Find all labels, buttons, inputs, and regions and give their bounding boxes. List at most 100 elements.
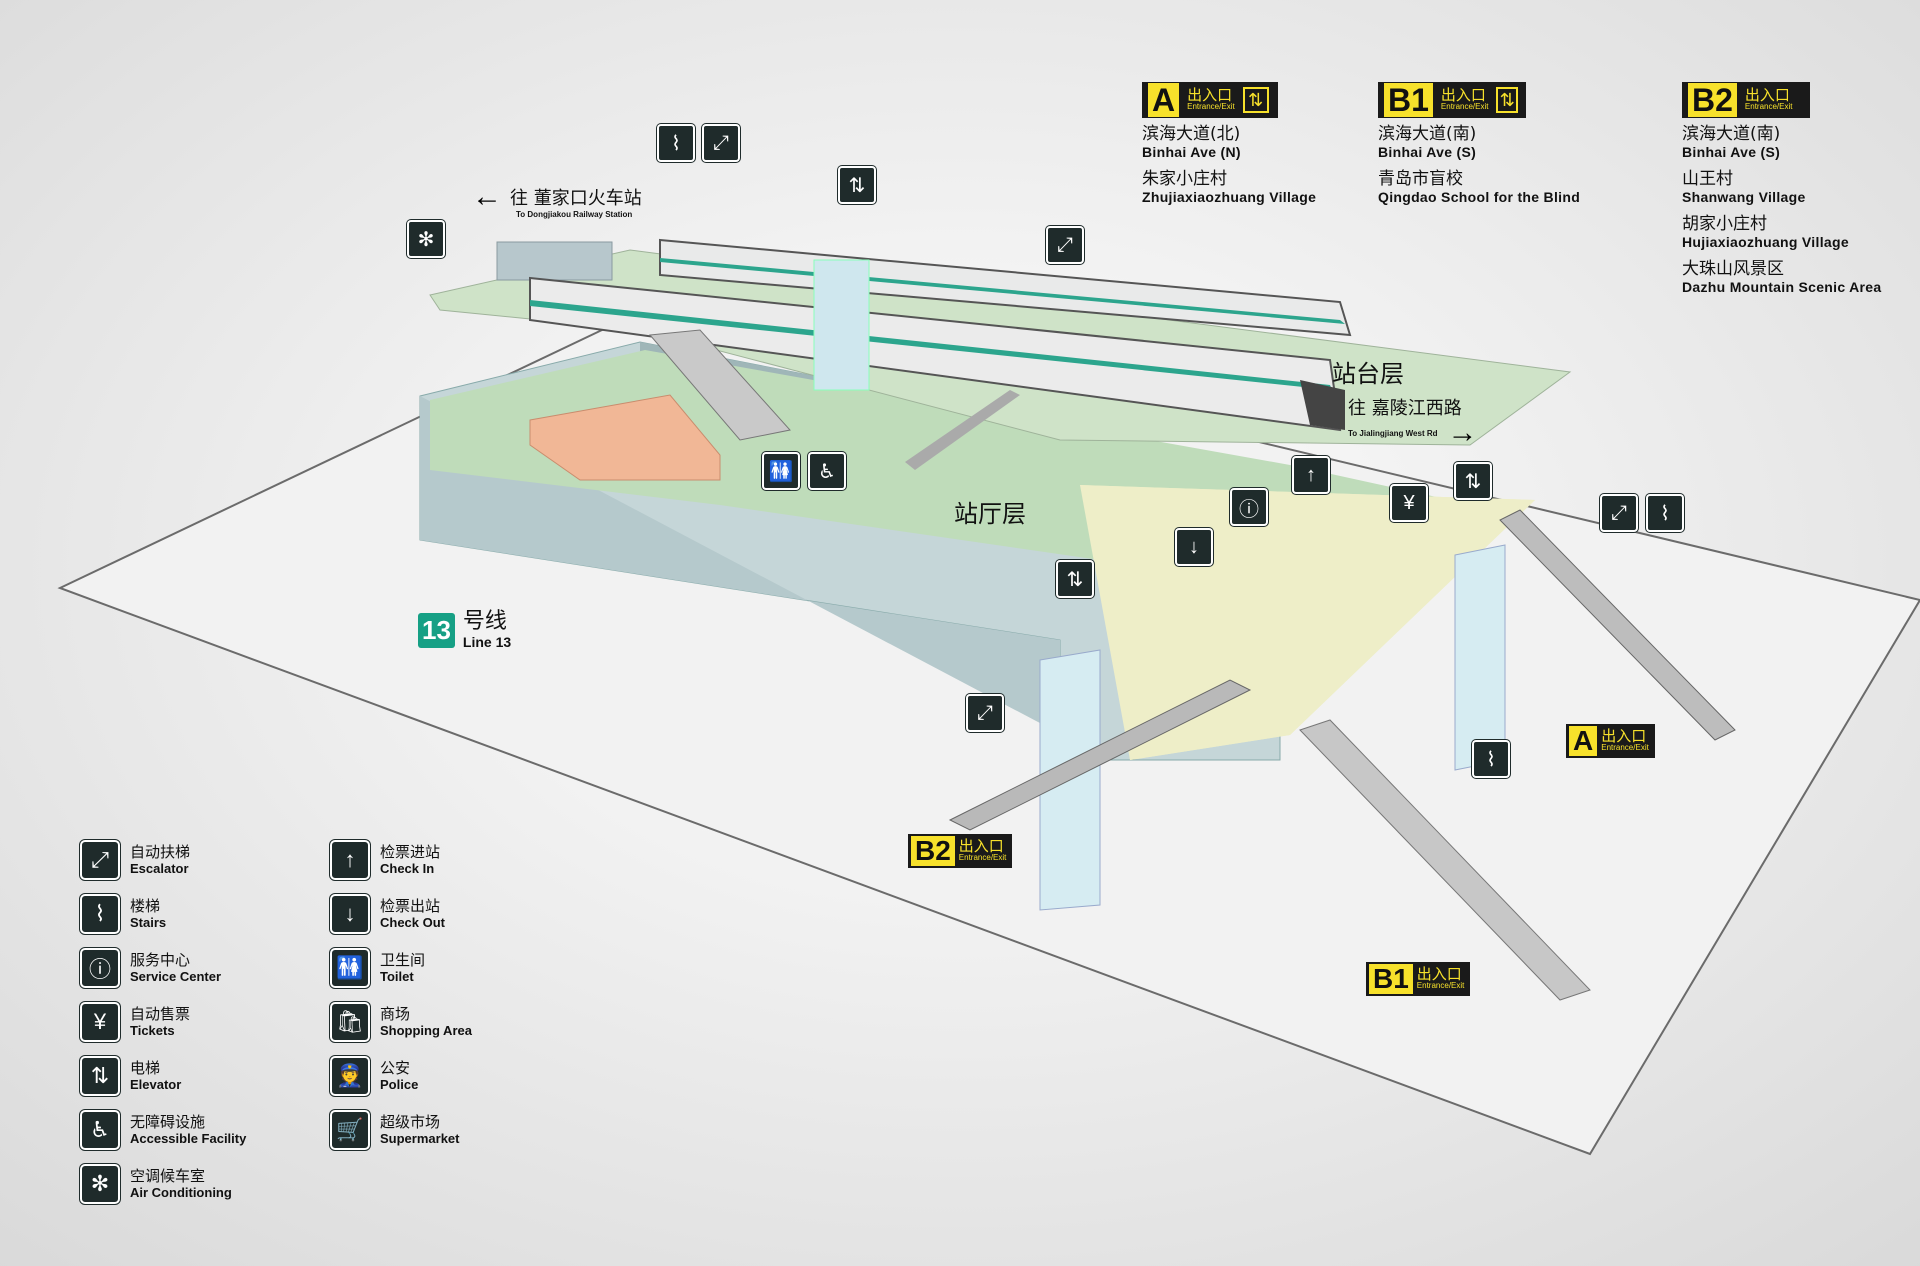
map-badge-A-cn: 出入口 [1601, 727, 1647, 745]
supermarket-icon: 🛒 [330, 1110, 370, 1150]
escalator-icon: ⤢ [966, 694, 1004, 732]
stairs-icon: ⌇ [1472, 740, 1510, 778]
map-badge-B2-cn: 出入口 [958, 837, 1004, 855]
exit-A-dest-2-en: Zhujiaxiaozhuang Village [1142, 189, 1317, 205]
legend-label-en: Escalator [130, 861, 189, 876]
direction-right: 往 嘉陵江西路 To Jialingjiang West Rd → [1348, 394, 1478, 449]
exit-B1-en: Entrance/Exit [1440, 102, 1489, 111]
legend-label-en: Service Center [130, 969, 222, 984]
direction-right-cn: 往 嘉陵江西路 [1348, 398, 1462, 419]
tickets-icon: ¥ [1390, 484, 1428, 522]
legend-label-en: Elevator [130, 1077, 182, 1092]
exit-B2-dest-1-cn: 滨海大道(南) [1682, 124, 1781, 144]
exit-B1-letter: B1 [1384, 83, 1433, 117]
map-badge-A-en: Entrance/Exit [1601, 743, 1649, 752]
legend-label-en: Shopping Area [380, 1023, 472, 1038]
check-in-icon: ↑ [1292, 456, 1330, 494]
legend-label-cn: 检票进站 [380, 843, 441, 861]
legend-label-cn: 服务中心 [130, 951, 191, 969]
direction-right-en: To Jialingjiang West Rd [1348, 428, 1438, 438]
escalator-icon: ⤢ [80, 840, 120, 880]
map-badge-B1-letter: B1 [1369, 964, 1413, 994]
exit-B2-dest-3-en: Hujiaxiaozhuang Village [1682, 234, 1849, 250]
police-icon: 👮 [330, 1056, 370, 1096]
line-number-badge: 13 [418, 612, 455, 648]
direction-left-cn: 往 董家口火车站 [510, 188, 642, 209]
check-in-icon: ↑ [330, 840, 370, 880]
check-out-icon: ↓ [1175, 528, 1213, 566]
legend-label-cn: 超级市场 [380, 1113, 441, 1131]
legend-label-en: Toilet [380, 969, 414, 984]
service-center-icon: ⓘ [80, 948, 120, 988]
exit-A-dest-2-cn: 朱家小庄村 [1142, 169, 1227, 189]
elevator-icon: ⇅ [1056, 560, 1094, 598]
arrow-right-icon: → [1447, 416, 1478, 449]
escalator-icon: ⤢ [1600, 494, 1638, 532]
legend-label-en: Supermarket [380, 1131, 460, 1146]
platform-level-label: 站台层 [1332, 360, 1404, 388]
exit-A-dest-1-cn: 滨海大道(北) [1142, 124, 1241, 144]
exit-B2-dest-2-en: Shanwang Village [1682, 189, 1806, 205]
toilet-icon: 🚻 [762, 452, 800, 490]
legend-label-en: Police [380, 1077, 419, 1092]
exit-B1-dest-2-en: Qingdao School for the Blind [1378, 189, 1581, 205]
air-conditioning-icon: ✻ [80, 1164, 120, 1204]
air-conditioning-icon: ✻ [407, 220, 445, 258]
shopping-icon: 🛍 [330, 1002, 370, 1042]
exit-B2-cn: 出入口 [1744, 86, 1790, 104]
exit-B2-dest-3-cn: 胡家小庄村 [1682, 214, 1767, 234]
map-badge-B2-en: Entrance/Exit [958, 853, 1007, 862]
legend-label-cn: 楼梯 [130, 897, 161, 915]
arrow-left-icon: ← [472, 180, 502, 213]
exit-A-en: Entrance/Exit [1187, 102, 1235, 111]
legend-label-en: Tickets [130, 1023, 175, 1038]
legend-label-cn: 公安 [380, 1059, 411, 1077]
legend-label-cn: 卫生间 [380, 951, 426, 969]
direction-left-en: To Dongjiakou Railway Station [516, 210, 633, 219]
exit-B1-dest-2-cn: 青岛市盲校 [1378, 169, 1463, 189]
service-center-icon: ⓘ [1230, 488, 1268, 526]
exit-B2-dest-4-en: Dazhu Mountain Scenic Area [1682, 279, 1882, 295]
legend-label-cn: 电梯 [130, 1059, 161, 1077]
concourse-level-label: 站厅层 [954, 500, 1026, 528]
escalator-icon: ⤢ [1046, 226, 1084, 264]
toilet-icon: 🚻 [330, 948, 370, 988]
exit-B1-dest-1-cn: 滨海大道(南) [1378, 124, 1477, 144]
stairs-icon: ⌇ [1646, 494, 1684, 532]
accessible-icon: ♿ [808, 452, 846, 490]
legend-label-cn: 空调候车室 [130, 1167, 206, 1185]
map-badge-B1-cn: 出入口 [1416, 965, 1462, 983]
exit-B2-dest-2-cn: 山王村 [1682, 169, 1733, 189]
line-cn: 号线 [462, 609, 507, 634]
accessible-icon: ♿ [80, 1110, 120, 1150]
map-badge-A-letter: A [1569, 726, 1598, 756]
legend-label-en: Check In [380, 861, 435, 876]
exit-A-letter: A [1148, 83, 1180, 117]
elevator-icon: ⇅ [838, 166, 876, 204]
elevator-icon: ⇅ [1454, 462, 1492, 500]
exit-B2-dest-1-en: Binhai Ave (S) [1682, 144, 1781, 160]
exit-A-cn: 出入口 [1187, 86, 1233, 104]
elevator-icon: ⇅ [1242, 87, 1269, 113]
